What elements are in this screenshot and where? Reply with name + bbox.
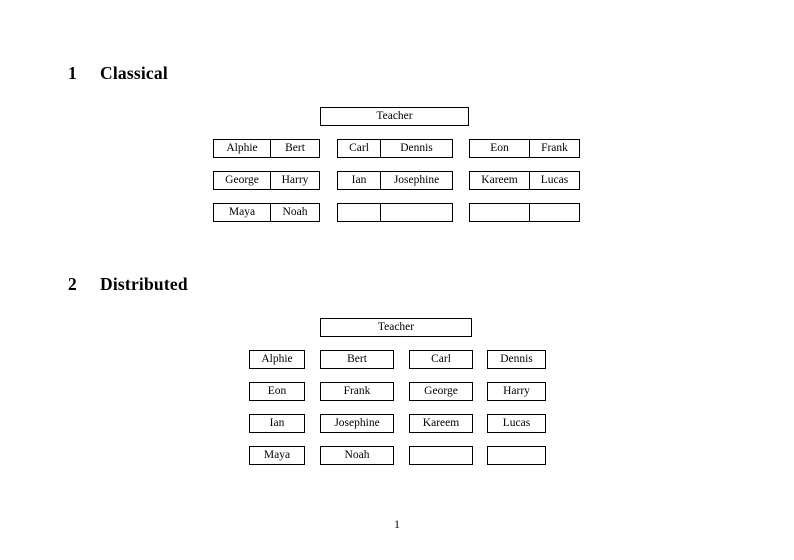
- section-number: 1: [68, 63, 77, 83]
- student-cell-empty[interactable]: [470, 204, 529, 221]
- teacher-node-classical[interactable]: Teacher: [320, 107, 469, 126]
- student-cell[interactable]: Lucas: [529, 172, 579, 189]
- student-node[interactable]: Ian: [249, 414, 305, 433]
- section-number: 2: [68, 274, 77, 294]
- student-node[interactable]: Eon: [249, 382, 305, 401]
- student-node[interactable]: Bert: [320, 350, 394, 369]
- student-node-empty[interactable]: [409, 446, 473, 465]
- teacher-node-distributed[interactable]: Teacher: [320, 318, 472, 337]
- student-cell[interactable]: Frank: [529, 140, 579, 157]
- student-cell[interactable]: Alphie: [226, 141, 258, 154]
- student-pair-row[interactable]: [337, 203, 453, 222]
- student-cell[interactable]: Dennis: [380, 140, 452, 157]
- student-cell[interactable]: Eon: [490, 141, 509, 154]
- student-node[interactable]: Maya: [249, 446, 305, 465]
- student-node[interactable]: Kareem: [409, 414, 473, 433]
- student-cell[interactable]: Ian: [351, 173, 367, 186]
- student-cell[interactable]: Bert: [270, 140, 319, 157]
- student-node[interactable]: Harry: [487, 382, 546, 401]
- student-node-empty[interactable]: [487, 446, 546, 465]
- student-cell-empty[interactable]: [338, 204, 380, 221]
- student-node[interactable]: Lucas: [487, 414, 546, 433]
- student-pair-row[interactable]: [469, 203, 580, 222]
- student-cell[interactable]: Carl: [349, 141, 369, 154]
- student-pair-row[interactable]: Carl Dennis: [337, 139, 453, 158]
- student-node[interactable]: Noah: [320, 446, 394, 465]
- student-pair-row[interactable]: Maya Noah: [213, 203, 320, 222]
- section-title: Classical: [100, 63, 168, 83]
- student-cell[interactable]: Noah: [270, 204, 319, 221]
- section-heading-classical: 1 Classical: [68, 63, 168, 83]
- student-node[interactable]: Frank: [320, 382, 394, 401]
- student-cell[interactable]: Josephine: [380, 172, 452, 189]
- student-cell-empty[interactable]: [529, 204, 579, 221]
- student-cell[interactable]: Kareem: [481, 173, 518, 186]
- student-pair-row[interactable]: Kareem Lucas: [469, 171, 580, 190]
- student-node[interactable]: Carl: [409, 350, 473, 369]
- student-pair-row[interactable]: Eon Frank: [469, 139, 580, 158]
- student-cell[interactable]: Harry: [270, 172, 319, 189]
- student-node[interactable]: Josephine: [320, 414, 394, 433]
- section-heading-distributed: 2 Distributed: [68, 274, 188, 294]
- student-cell-empty[interactable]: [380, 204, 452, 221]
- student-node[interactable]: Alphie: [249, 350, 305, 369]
- student-pair-row[interactable]: Ian Josephine: [337, 171, 453, 190]
- student-pair-row[interactable]: George Harry: [213, 171, 320, 190]
- student-node[interactable]: George: [409, 382, 473, 401]
- student-pair-row[interactable]: Alphie Bert: [213, 139, 320, 158]
- student-node[interactable]: Dennis: [487, 350, 546, 369]
- page-number: 1: [394, 519, 400, 531]
- student-cell[interactable]: George: [225, 173, 259, 186]
- student-cell[interactable]: Maya: [228, 205, 256, 218]
- section-title: Distributed: [100, 274, 188, 294]
